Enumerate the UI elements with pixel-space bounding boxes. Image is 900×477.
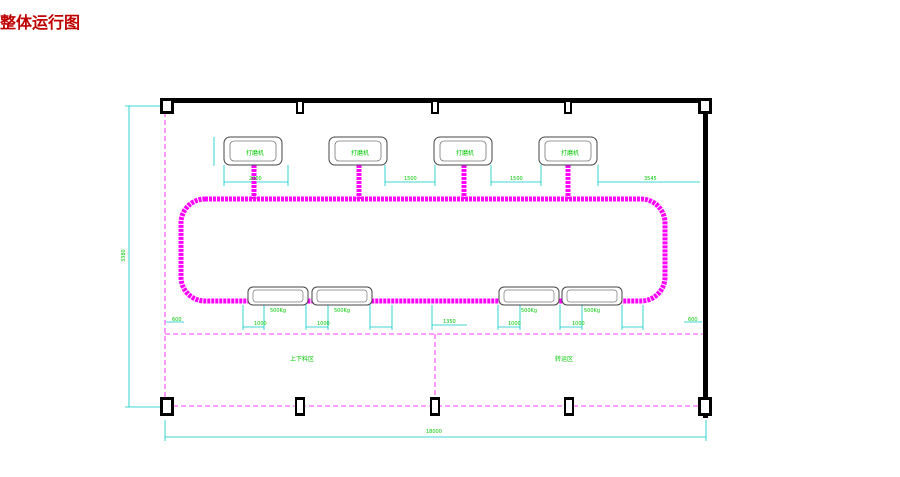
station-top-label: 打磨机 xyxy=(246,149,264,157)
dim-bottom-item-1: 1000 xyxy=(254,321,267,327)
station-bottom-label: 500Kg xyxy=(334,308,350,314)
building-walls xyxy=(160,98,712,418)
dim-bottom-item-2: 1000 xyxy=(317,321,330,327)
dim-overall-width: 18000 xyxy=(426,429,442,435)
dim-top-gap-3: 3545 xyxy=(644,176,657,182)
station-top-2: 打磨机 xyxy=(328,136,388,166)
dimension-lines xyxy=(125,105,707,441)
dim-bottom-right: 600 xyxy=(688,317,698,323)
station-bottom-1: 500Kg xyxy=(247,286,309,314)
dim-bottom-left: 600 xyxy=(172,317,182,323)
dim-bottom-middle: 1350 xyxy=(443,319,456,325)
dim-left-width: 2000 xyxy=(249,176,262,182)
dim-bottom-item-3: 1000 xyxy=(508,321,521,327)
station-bottom-label: 500Kg xyxy=(584,308,600,314)
zone-label-right: 转运区 xyxy=(555,355,573,363)
dim-top-gap-1: 1500 xyxy=(404,176,417,182)
station-bottom-label: 500Kg xyxy=(521,308,537,314)
station-top-label: 打磨机 xyxy=(561,149,579,157)
station-top-3: 打磨机 xyxy=(433,136,493,166)
station-top-4: 打磨机 xyxy=(538,136,598,166)
station-top-label: 打磨机 xyxy=(456,149,474,157)
zone-label-left: 上下料区 xyxy=(290,355,314,363)
station-bottom-3: 500Kg xyxy=(498,286,560,314)
dim-top-gap-2: 1500 xyxy=(510,176,523,182)
dim-bottom-item-4: 1000 xyxy=(572,321,585,327)
dim-overall-height: 3380 xyxy=(121,249,127,262)
station-bottom-2: 500Kg xyxy=(311,286,373,314)
station-top-1: 打磨机 xyxy=(223,136,283,166)
station-top-label: 打磨机 xyxy=(351,149,369,157)
page-title: 整体运行图 xyxy=(0,13,81,32)
track-loop xyxy=(178,165,668,304)
station-bottom-4: 500Kg xyxy=(561,286,623,314)
station-bottom-label: 500Kg xyxy=(270,308,286,314)
